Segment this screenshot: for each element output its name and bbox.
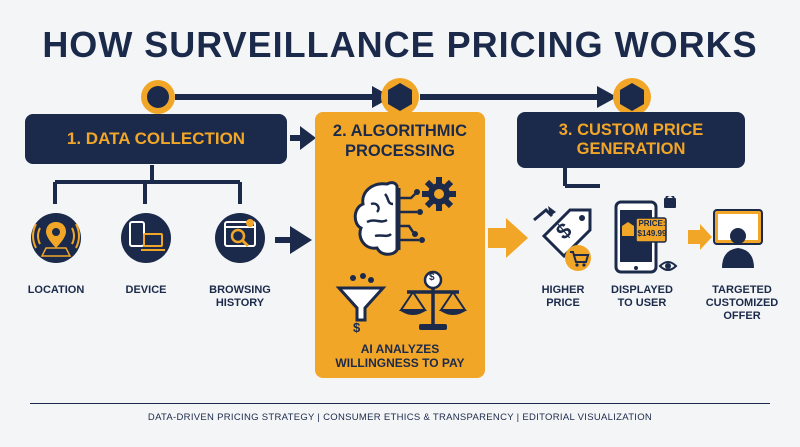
user-monitor-icon [713,209,763,268]
step2-box: 2. ALGORITHMIC PROCESSING $ [315,112,485,378]
step1-label: 1. DATA COLLECTION [66,129,246,149]
input-location-label: LOCATION [27,284,85,296]
targeted-label-line2: CUSTOMIZED [705,297,779,310]
scale-dollar: $ [429,272,435,283]
higher-price-label-line1: HIGHER [541,284,585,296]
page-title: HOW SURVEILLANCE PRICING WORKS [42,24,758,65]
footer-divider [30,403,770,404]
step3-node [613,78,651,116]
location-pin-icon [31,213,81,263]
output-arrow [488,218,528,258]
input-browsing-label: BROWSING [209,284,271,296]
step2-label-line2: PROCESSING [344,141,456,160]
browser-search-icon [215,213,265,263]
higher-price-label-line2: PRICE [546,297,580,310]
gear-icon [422,177,456,211]
targeted-label-line3: OFFER [723,310,761,323]
displayed-label-line2: TO USER [617,297,667,310]
brain-circuit-icon [353,181,425,256]
footer-caption: DATA-DRIVEN PRICING STRATEGY | CONSUMER … [147,412,653,423]
price-display-line2: $149.99 [637,229,667,238]
displayed-label-line1: DISPLAYED [611,284,673,296]
step3-label-line2: GENERATION [576,140,686,158]
step2-label-line1: 2. ALGORITHMIC [332,122,468,140]
step3-label-line1: 3. CUSTOM PRICE [558,121,704,140]
input-device-label: DEVICE [125,284,167,296]
smartphone-icon [121,213,171,263]
phone-display-icon [614,196,678,274]
step1-box: 1. DATA COLLECTION [25,114,287,164]
targeted-label-line1: TARGETED [712,284,772,296]
balance-scale-icon [399,270,467,330]
ai-caption-line1: AI ANALYZES [360,342,440,356]
price-display-line1: PRICE: [638,219,666,228]
funnel-icon [335,273,387,322]
eye-icon [658,261,678,271]
funnel-dollar: $ [353,320,361,335]
step3-box: 3. CUSTOM PRICE GENERATION [517,112,745,168]
ai-caption-line2: WILLINGNESS TO PAY [335,356,465,371]
price-tag-icon: $ [533,206,592,271]
step2-node [381,78,419,116]
input-history-label: HISTORY [215,297,265,310]
